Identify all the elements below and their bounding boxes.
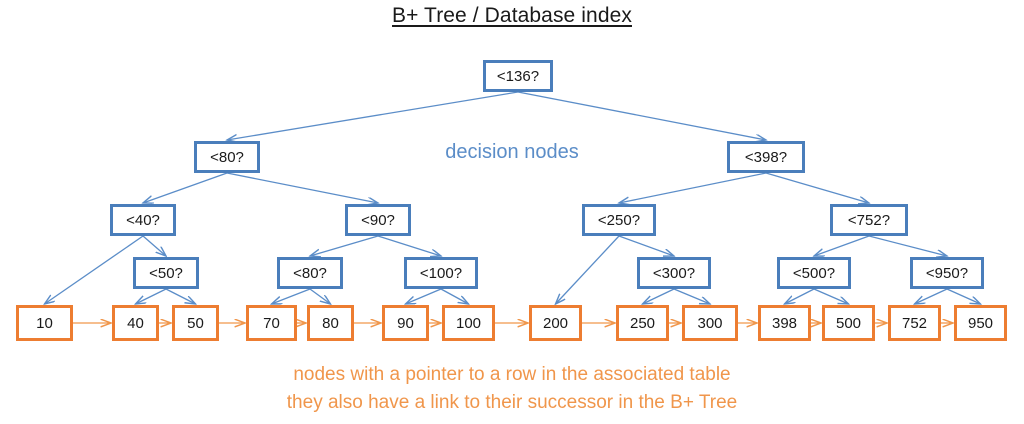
decision-node-label: <100? [419, 264, 463, 282]
caption-line-2: they also have a link to their successor… [286, 392, 738, 413]
leaf-node-l250[interactable]: 250 [616, 305, 669, 341]
decision-node-d500[interactable]: <500? [777, 257, 851, 289]
edge-d50-to-l40 [136, 288, 167, 304]
decision-node-d752[interactable]: <752? [830, 204, 908, 236]
edge-d136-to-d398 [517, 91, 766, 140]
leaf-node-label: 200 [542, 314, 569, 332]
leaf-node-l300[interactable]: 300 [682, 305, 738, 341]
leaf-node-l80[interactable]: 80 [307, 305, 354, 341]
leaf-node-label: 40 [127, 314, 144, 332]
edge-d90-to-d80b [310, 235, 379, 256]
decision-node-label: <300? [652, 264, 696, 282]
leaf-node-label: 50 [187, 314, 204, 332]
edge-d398-to-d250 [619, 172, 767, 203]
leaf-node-label: 250 [629, 314, 656, 332]
edge-d300-to-l250 [643, 288, 675, 304]
decision-edge-group [45, 91, 981, 304]
edge-d752-to-d500 [814, 235, 870, 256]
edge-d950-to-l752 [915, 288, 948, 304]
decision-node-label: <90? [361, 211, 395, 229]
decision-node-d398[interactable]: <398? [727, 141, 805, 173]
edge-d80b-to-l80 [309, 288, 331, 304]
edge-d500-to-l500 [813, 288, 849, 304]
leaf-node-label: 752 [901, 314, 928, 332]
decision-node-label: <80? [293, 264, 327, 282]
leaf-node-l752[interactable]: 752 [888, 305, 941, 341]
edge-d752-to-d950 [868, 235, 947, 256]
edge-d40-to-l10 [45, 235, 144, 304]
decision-node-d300[interactable]: <300? [637, 257, 711, 289]
page-title: B+ Tree / Database index [392, 4, 632, 27]
decision-node-d100[interactable]: <100? [404, 257, 478, 289]
edge-d80-to-d90 [226, 172, 378, 203]
edge-d136-to-d80 [227, 91, 519, 140]
leaf-node-l70[interactable]: 70 [246, 305, 297, 341]
leaf-node-l90[interactable]: 90 [382, 305, 429, 341]
edge-d250-to-l200 [556, 235, 620, 304]
leaf-node-label: 500 [835, 314, 862, 332]
leaf-node-l950[interactable]: 950 [954, 305, 1007, 341]
edge-d80-to-d40 [143, 172, 228, 203]
leaf-node-label: 950 [967, 314, 994, 332]
decision-node-d40[interactable]: <40? [110, 204, 176, 236]
decision-node-d950[interactable]: <950? [910, 257, 984, 289]
decision-node-label: <250? [597, 211, 641, 229]
edge-d398-to-d752 [765, 172, 869, 203]
edge-d100-to-l100 [440, 288, 469, 304]
decision-node-d250[interactable]: <250? [582, 204, 656, 236]
edge-d40-to-d50 [142, 235, 166, 256]
leaf-node-label: 300 [697, 314, 723, 332]
edge-d250-to-d300 [618, 235, 674, 256]
edge-d300-to-l300 [673, 288, 710, 304]
decision-node-label: <50? [149, 264, 183, 282]
leaf-node-label: 70 [263, 314, 280, 332]
leaf-node-l500[interactable]: 500 [822, 305, 875, 341]
decision-nodes-label: decision nodes [445, 141, 579, 163]
edge-d100-to-l90 [406, 288, 442, 304]
leaf-node-label: 10 [36, 314, 53, 332]
decision-node-label: <752? [847, 211, 891, 229]
leaf-node-l100[interactable]: 100 [442, 305, 495, 341]
decision-node-label: <136? [496, 67, 540, 85]
decision-node-label: <80? [210, 148, 244, 166]
edge-d90-to-d100 [377, 235, 441, 256]
leaf-node-l40[interactable]: 40 [112, 305, 159, 341]
edge-d500-to-l398 [785, 288, 815, 304]
decision-node-d50[interactable]: <50? [133, 257, 199, 289]
edge-d950-to-l950 [946, 288, 981, 304]
leaf-node-label: 398 [771, 314, 798, 332]
decision-node-label: <40? [126, 211, 160, 229]
decision-node-d80[interactable]: <80? [194, 141, 260, 173]
decision-node-label: <398? [744, 148, 788, 166]
leaf-node-l10[interactable]: 10 [16, 305, 73, 341]
edge-d80b-to-l70 [272, 288, 311, 304]
leaf-node-label: 80 [322, 314, 339, 332]
decision-node-d136[interactable]: <136? [483, 60, 553, 92]
leaf-node-label: 100 [455, 314, 482, 332]
decision-node-label: <500? [792, 264, 836, 282]
decision-node-d90[interactable]: <90? [345, 204, 411, 236]
leaf-node-l50[interactable]: 50 [172, 305, 219, 341]
decision-node-d80b[interactable]: <80? [277, 257, 343, 289]
leaf-node-l398[interactable]: 398 [758, 305, 811, 341]
leaf-node-l200[interactable]: 200 [529, 305, 582, 341]
leaf-node-label: 90 [397, 314, 414, 332]
edge-d50-to-l50 [165, 288, 196, 304]
caption-line-1: nodes with a pointer to a row in the ass… [293, 364, 731, 385]
decision-node-label: <950? [925, 264, 969, 282]
